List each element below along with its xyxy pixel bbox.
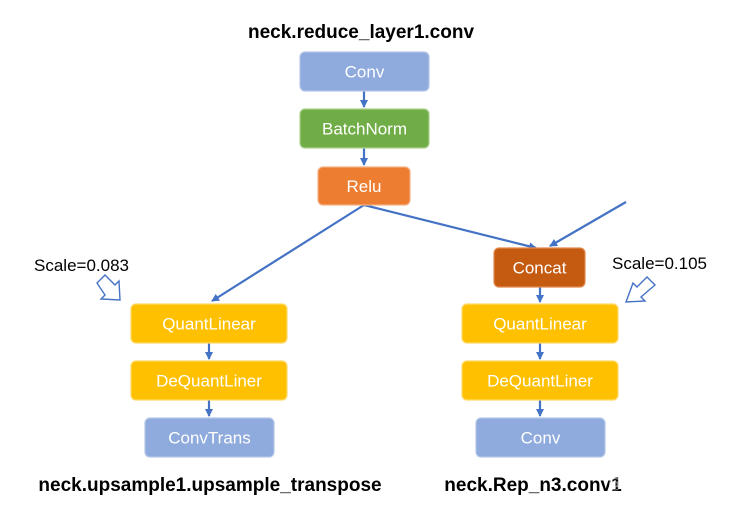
node-quantlinear-left: QuantLinear: [130, 303, 288, 344]
node-dequantliner-right: DeQuantLiner: [461, 360, 619, 401]
bottom-right-title: neck.Rep_n3.conv1: [444, 475, 622, 496]
node-dequantliner-left: DeQuantLiner: [130, 360, 288, 401]
node-quantlinear-right-label: QuantLinear: [493, 315, 587, 334]
node-conv-right-label: Conv: [521, 429, 561, 448]
node-convtrans-label: ConvTrans: [168, 429, 251, 448]
scale-left-arrow-icon: [96, 274, 121, 301]
node-quantlinear-right: QuantLinear: [461, 303, 619, 344]
node-conv-right: Conv: [475, 417, 606, 458]
watermark-text: @稀土掘金技术社区: [608, 476, 734, 492]
scale-left-label: Scale=0.083: [34, 256, 129, 275]
node-quantlinear-left-label: QuantLinear: [162, 315, 256, 334]
bottom-left-title: neck.upsample1.upsample_transpose: [38, 475, 381, 496]
node-convtrans: ConvTrans: [144, 417, 275, 458]
node-relu: Relu: [317, 166, 411, 206]
node-conv-top-label: Conv: [345, 63, 385, 82]
node-conv-top: Conv: [299, 51, 430, 92]
node-concat-label: Concat: [513, 259, 567, 278]
node-batchnorm-label: BatchNorm: [322, 120, 407, 139]
edge-relu-concat: [363, 203, 537, 251]
top-title: neck.reduce_layer1.conv: [248, 22, 474, 43]
edge-relu-quantlinear-left: [211, 204, 365, 302]
node-relu-label: Relu: [347, 177, 382, 196]
node-batchnorm: BatchNorm: [299, 108, 430, 149]
scale-right-label: Scale=0.105: [612, 254, 707, 273]
edge-external-concat: [549, 201, 627, 247]
scale-right-arrow-icon: [624, 276, 657, 303]
node-concat: Concat: [493, 247, 586, 288]
node-dequantliner-left-label: DeQuantLiner: [156, 372, 262, 391]
node-dequantliner-right-label: DeQuantLiner: [487, 372, 593, 391]
